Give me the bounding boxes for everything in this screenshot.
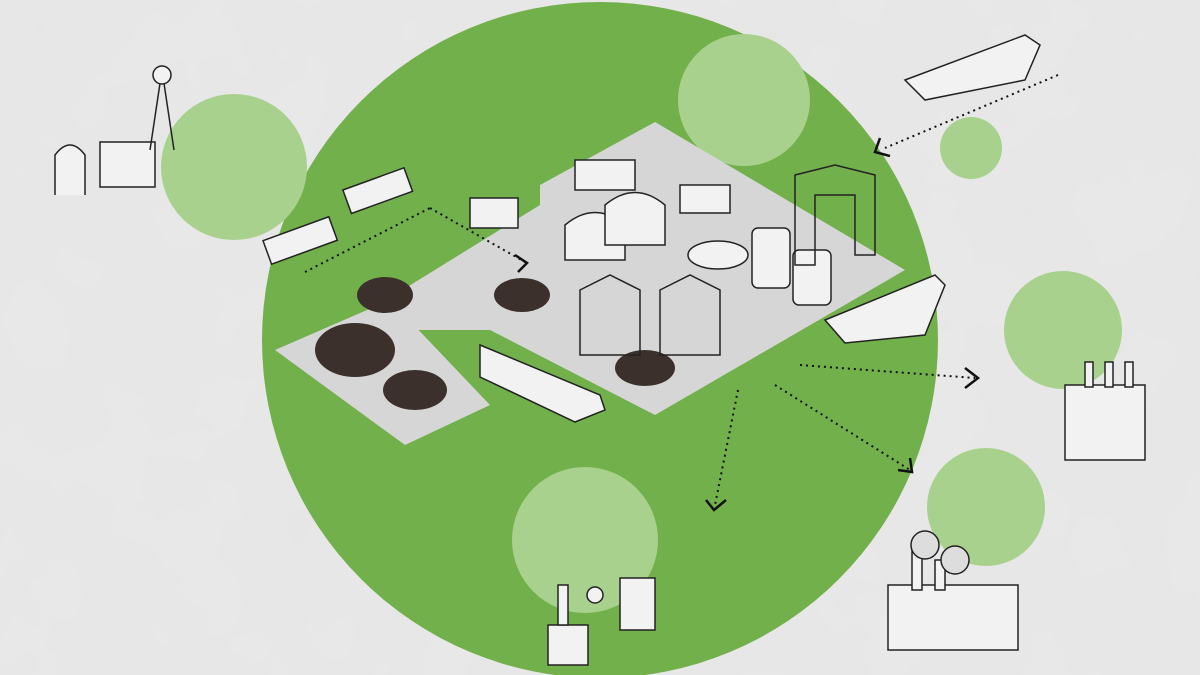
truck-icon — [679, 184, 731, 214]
arrowhead-icon — [514, 253, 529, 273]
light-circles — [161, 34, 1122, 613]
truck-icon — [341, 166, 414, 215]
arrow-icon — [714, 389, 739, 506]
ship-icon — [823, 274, 946, 344]
warehouse-icon — [604, 191, 666, 246]
arrowhead-icon — [964, 367, 981, 389]
stove-pipe-icon — [557, 584, 569, 626]
coal-pile-icon — [383, 370, 447, 410]
chimney-icon — [1104, 361, 1114, 388]
chimney-icon — [934, 559, 946, 591]
flow-arrows — [304, 74, 1059, 506]
arrow-icon — [774, 384, 911, 471]
smoke-icon — [910, 530, 940, 560]
light-circle — [678, 34, 810, 166]
truck-icon — [262, 215, 339, 266]
arrowheads — [514, 137, 981, 512]
smoke-icon — [940, 545, 970, 575]
tank-icon — [792, 249, 832, 306]
arrowhead-icon — [873, 137, 891, 158]
mine-entrance-icon — [54, 144, 86, 195]
chimney-icon — [1124, 361, 1134, 388]
stove-icon — [547, 624, 589, 666]
arrowhead-icon — [897, 457, 914, 474]
tank-icon — [751, 227, 791, 289]
mine-wheel-icon — [152, 65, 172, 85]
arrow-icon — [884, 74, 1059, 149]
radiator-icon — [619, 577, 656, 631]
coal-pile-icon — [357, 277, 413, 313]
crane-icon — [659, 274, 721, 356]
coal-pile-icon — [615, 350, 675, 386]
light-circle — [940, 117, 1002, 179]
chimney-icon — [1084, 361, 1094, 388]
light-circle — [927, 448, 1045, 566]
ship-icon — [479, 343, 606, 423]
person-icon — [586, 586, 604, 604]
coal-pile-icon — [494, 278, 550, 312]
ship-icon — [903, 34, 1041, 101]
power-plant-icon — [887, 584, 1019, 651]
crane-icon — [579, 274, 641, 356]
structures — [54, 34, 1146, 666]
coal-piles — [315, 277, 675, 410]
terminal-platform — [370, 122, 905, 415]
arrowhead-icon — [705, 499, 727, 512]
coal-pile-icon — [315, 323, 395, 377]
crane-icon — [794, 164, 876, 266]
mine-icon — [99, 141, 156, 188]
factory-icon — [1064, 384, 1146, 461]
light-circle — [161, 94, 307, 240]
light-circle — [512, 467, 658, 613]
arrow-icon — [429, 207, 526, 263]
truck-icon — [574, 159, 636, 191]
tank-truck-icon — [687, 240, 749, 270]
truck-icon — [469, 197, 519, 229]
light-circle — [1004, 271, 1122, 389]
